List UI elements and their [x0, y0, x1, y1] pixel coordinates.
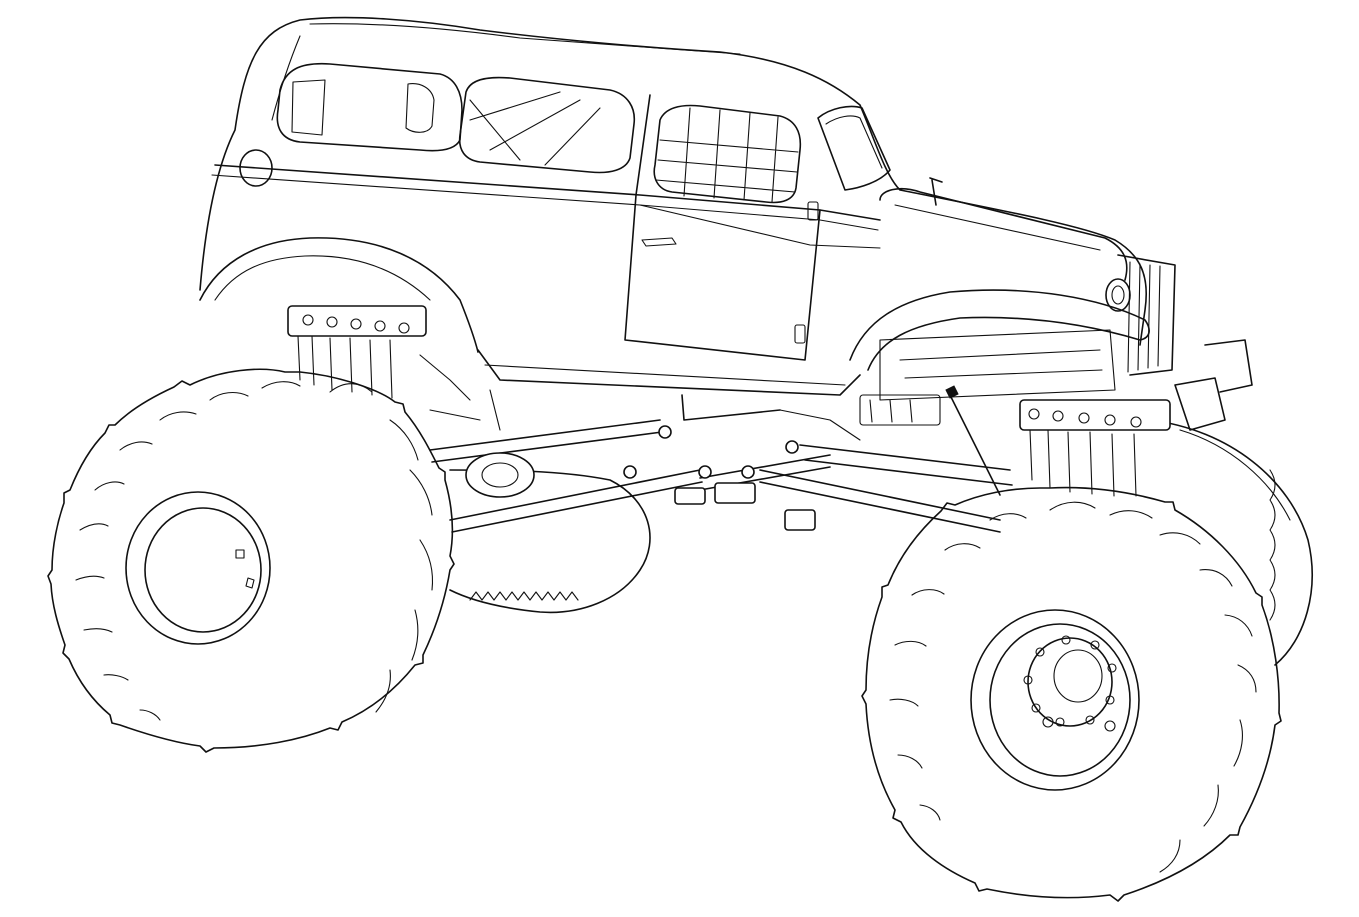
- chassis: [287, 305, 1171, 533]
- rear-far-wheel: [449, 469, 651, 614]
- truck-body: [199, 16, 1253, 431]
- front-far-wheel: [1149, 419, 1313, 666]
- front-near-wheel: [861, 486, 1282, 902]
- rear-near-wheel: [47, 368, 455, 753]
